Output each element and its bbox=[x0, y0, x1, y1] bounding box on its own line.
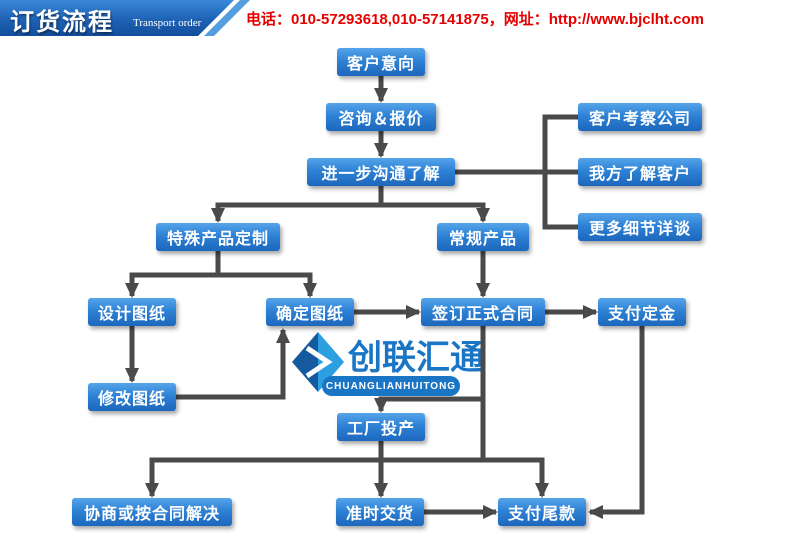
header-blue-banner bbox=[0, 0, 234, 36]
flow-node-further-communication: 进一步沟通了解 bbox=[307, 158, 455, 186]
connector-drawing-split bbox=[129, 251, 313, 278]
flow-node-consult-quote: 咨询＆报价 bbox=[326, 103, 436, 131]
header: 订货流程 Transport order 电话：010-57293618,010… bbox=[0, 0, 790, 36]
flow-node-pay-balance: 支付尾款 bbox=[498, 498, 586, 526]
flow-node-on-time-delivery: 准时交货 bbox=[336, 498, 424, 526]
logo-diamond-icon bbox=[292, 332, 344, 392]
flow-node-more-details-talk: 更多细节详谈 bbox=[578, 213, 702, 241]
flow-node-customer-visit-company: 客户考察公司 bbox=[578, 103, 702, 131]
page-subtitle: Transport order bbox=[133, 17, 202, 29]
flow-node-factory-production: 工厂投产 bbox=[337, 413, 425, 441]
connector-communication-to-side-notes bbox=[455, 114, 578, 230]
logo-name-cn: 创联汇通 bbox=[348, 339, 484, 377]
connector-product-split bbox=[215, 186, 486, 208]
arrow-modify-to-confirm bbox=[176, 328, 290, 400]
flow-node-design-drawing: 设计图纸 bbox=[88, 298, 176, 326]
flow-node-customer-intent: 客户意向 bbox=[337, 48, 425, 76]
company-logo: 创联汇通 CHUANGLIANHUITONG bbox=[290, 330, 502, 402]
flow-node-pay-deposit: 支付定金 bbox=[598, 298, 686, 326]
flow-node-we-know-customer: 我方了解客户 bbox=[578, 158, 702, 186]
flow-node-negotiate-or-resolve: 协商或按合同解决 bbox=[72, 498, 232, 526]
flow-node-confirm-drawing: 确定图纸 bbox=[266, 298, 354, 326]
arrow-to-factory bbox=[374, 396, 483, 413]
flow-node-special-product-custom: 特殊产品定制 bbox=[156, 223, 280, 251]
flow-node-modify-drawing: 修改图纸 bbox=[88, 383, 176, 411]
arrow-deposit-to-balance bbox=[588, 326, 645, 519]
flow-node-regular-product: 常规产品 bbox=[437, 223, 529, 251]
logo-name-en: CHUANGLIANHUITONG bbox=[322, 376, 460, 396]
page-title: 订货流程 bbox=[10, 10, 114, 36]
flow-node-sign-formal-contract: 签订正式合同 bbox=[421, 298, 545, 326]
contact-info: 电话：010-57293618,010-57141875，网址：http://w… bbox=[246, 11, 704, 28]
